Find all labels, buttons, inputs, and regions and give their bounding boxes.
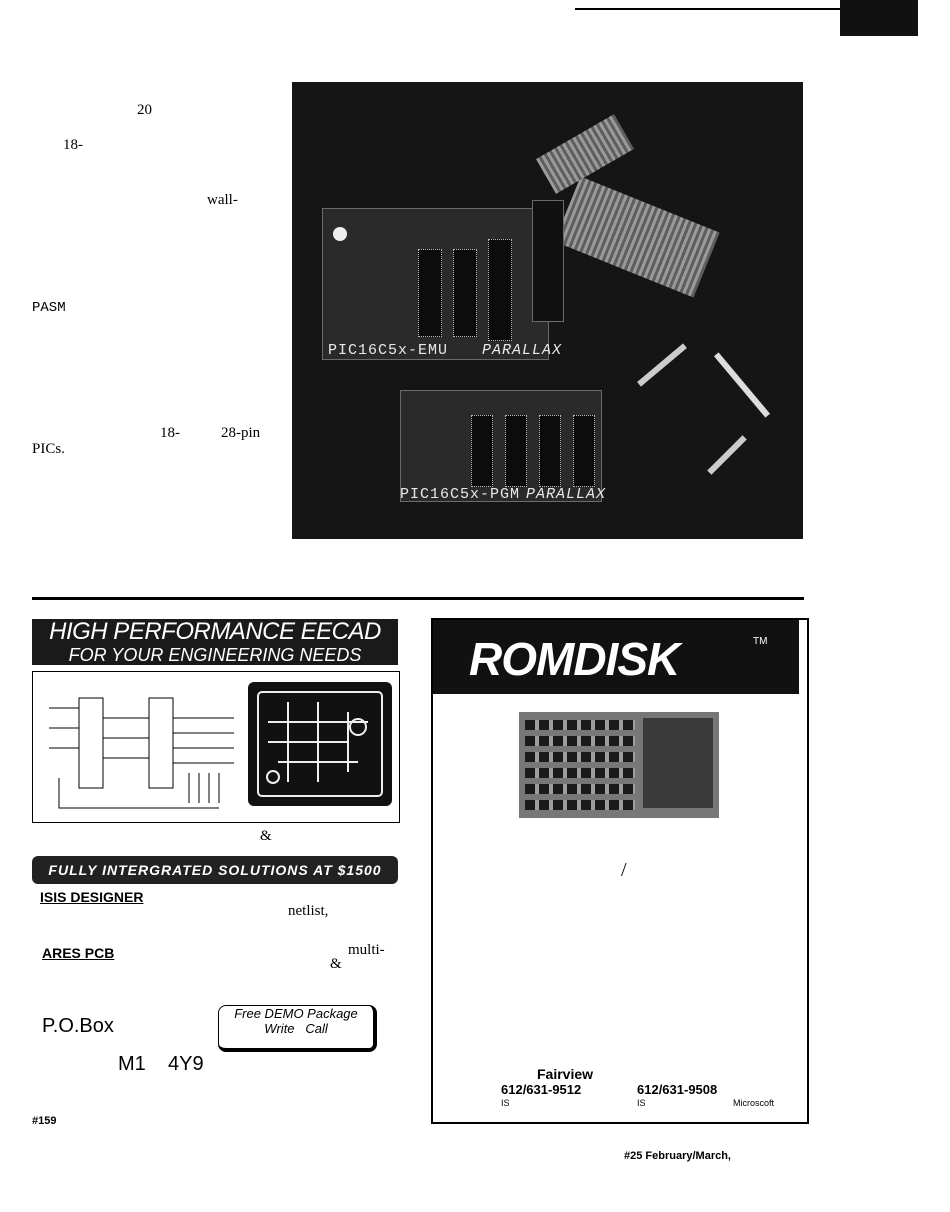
schematic-drawing	[49, 697, 234, 809]
postal-code-b: 4Y9	[168, 1053, 204, 1075]
romdisk-advertisement: ROMDISK TM / Fairview 612/631-9512 612/6…	[431, 618, 809, 1124]
pgm-board-label: PIC16C5x-PGM	[400, 486, 521, 503]
romdisk-logo: ROMDISK	[469, 633, 680, 685]
eecad-header: HIGH PERFORMANCE EECAD FOR YOUR ENGINEER…	[32, 619, 398, 665]
eecad-advertisement: HIGH PERFORMANCE EECAD FOR YOUR ENGINEER…	[32, 619, 400, 1127]
fragment-pasm: PASM	[32, 300, 66, 316]
fragment-18-pin: 18-	[160, 425, 180, 441]
fragment-20: 20	[137, 102, 152, 118]
reader-service-number: #159	[32, 1115, 57, 1127]
fragment-18: 18-	[63, 137, 83, 153]
demo-call-text: Call	[305, 1021, 328, 1036]
phone-number-1: 612/631-9512	[501, 1082, 582, 1097]
pcb-layout-image	[248, 682, 392, 806]
netlist-text: netlist,	[288, 903, 329, 919]
fragment-wall: wall-	[207, 192, 238, 208]
postal-code-a: M1	[118, 1053, 146, 1075]
programmer-board	[400, 390, 602, 502]
po-box-text: P.O.Box	[42, 1015, 114, 1037]
solutions-bar: FULLY INTERGRATED SOLUTIONS AT $1500	[32, 856, 398, 884]
romdisk-card-image	[519, 712, 719, 818]
demo-write-text: Write	[264, 1021, 295, 1036]
fragment-pics: PICs.	[32, 441, 65, 457]
eecad-ampersand: &	[260, 828, 272, 844]
multi-text: multi-	[348, 942, 385, 958]
city-text: Fairview	[537, 1066, 594, 1082]
phone-number-2: 612/631-9508	[637, 1082, 718, 1097]
romdisk-header: ROMDISK TM	[433, 620, 799, 694]
fragment-28-pin: 28-pin	[221, 425, 261, 441]
fine-print-is-2: IS	[637, 1098, 646, 1108]
trademark-symbol: TM	[753, 636, 768, 647]
header-rule	[575, 8, 840, 10]
isis-designer-label: ISIS DESIGNER	[40, 889, 144, 905]
clip-cable	[637, 343, 687, 387]
fine-print-microsoft: Microscoft	[733, 1098, 775, 1108]
header-tab	[840, 0, 918, 36]
demo-package-box: Free DEMO Package Write Call	[218, 1005, 377, 1052]
schematic-image	[32, 671, 400, 823]
pgm-brand-label: PARALLAX	[526, 486, 607, 503]
issue-footer: #25 February/March,	[624, 1150, 731, 1162]
demo-offer-text: Free DEMO Package	[234, 1006, 358, 1021]
ribbon-cable	[554, 176, 720, 298]
fine-print-is-1: IS	[501, 1098, 510, 1108]
emu-board-label: PIC16C5x-EMU	[328, 342, 449, 359]
eecad-subheadline: FOR YOUR ENGINEERING NEEDS	[68, 645, 362, 665]
ares-pcb-label: ARES PCB	[42, 945, 115, 961]
ares-ampersand: &	[330, 956, 342, 972]
section-rule	[32, 597, 804, 600]
emulator-board	[322, 208, 549, 360]
product-photo: PIC16C5x-EMU PARALLAX PIC16C5x-PGM PARAL…	[292, 82, 803, 539]
eecad-headline: HIGH PERFORMANCE EECAD	[49, 618, 381, 645]
emu-brand-label: PARALLAX	[482, 342, 563, 359]
slash-text: /	[621, 859, 627, 881]
